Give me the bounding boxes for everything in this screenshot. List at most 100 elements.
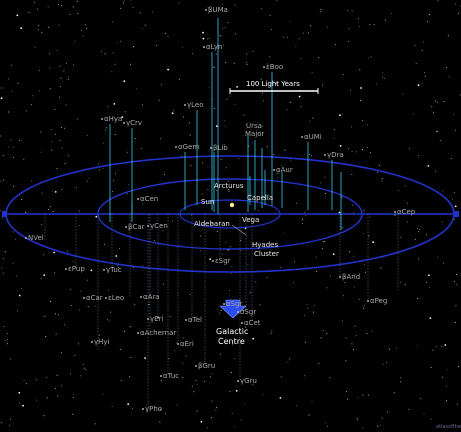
- background-star: [74, 355, 76, 357]
- background-star: [431, 106, 433, 108]
- background-star: [182, 362, 184, 364]
- star-dot: [137, 332, 139, 334]
- star-dot: [185, 319, 187, 321]
- background-star: [228, 290, 230, 292]
- background-star: [108, 320, 110, 322]
- background-star: [430, 418, 432, 420]
- background-star: [61, 188, 63, 190]
- background-star: [122, 2, 124, 4]
- background-star: [225, 62, 227, 64]
- background-star: [76, 118, 78, 120]
- background-star: [160, 379, 162, 381]
- background-star: [0, 135, 1, 137]
- background-star: [87, 306, 89, 308]
- background-star: [126, 151, 128, 153]
- star-dot: [203, 46, 205, 48]
- background-star: [222, 44, 224, 46]
- background-star: [7, 78, 9, 80]
- background-star: [377, 425, 379, 427]
- background-star: [397, 190, 399, 192]
- background-star: [33, 1, 35, 3]
- background-star: [280, 165, 282, 167]
- background-star: [344, 282, 346, 284]
- background-star: [389, 348, 391, 350]
- background-star: [82, 364, 84, 366]
- background-star: [176, 404, 178, 406]
- background-star: [320, 8, 322, 10]
- background-star: [190, 165, 192, 167]
- background-star: [391, 13, 393, 14]
- background-star: [455, 305, 457, 307]
- background-star: [240, 419, 242, 421]
- background-star: [322, 330, 324, 332]
- background-star: [420, 397, 422, 399]
- background-star: [6, 341, 8, 343]
- background-star: [65, 104, 67, 106]
- background-star: [407, 202, 409, 204]
- background-star: [12, 146, 14, 148]
- background-star: [142, 265, 144, 267]
- background-star: [47, 208, 49, 210]
- background-star: [426, 234, 428, 236]
- background-star: [304, 315, 306, 317]
- axis-end-left: [2, 211, 7, 217]
- background-star: [70, 288, 72, 290]
- background-star: [248, 145, 250, 147]
- background-star: [351, 173, 353, 175]
- background-star: [347, 148, 349, 150]
- background-star: [309, 153, 311, 155]
- background-star: [242, 332, 244, 333]
- star-label: βGru: [198, 362, 215, 370]
- label-vega: Vega: [242, 216, 259, 224]
- background-star: [56, 168, 58, 170]
- label-ursa-major-line2: Major: [245, 130, 265, 138]
- background-star: [211, 400, 213, 402]
- background-star: [139, 12, 141, 14]
- background-star: [163, 173, 165, 175]
- background-star: [12, 262, 14, 264]
- background-star: [160, 84, 162, 86]
- background-star: [141, 28, 143, 29]
- background-star: [118, 297, 120, 299]
- background-star: [178, 2, 180, 4]
- background-star: [216, 406, 218, 408]
- background-star: [296, 405, 298, 407]
- background-star: [135, 88, 137, 90]
- background-star: [74, 40, 76, 42]
- background-star: [135, 138, 137, 140]
- background-star: [9, 425, 11, 427]
- background-star: [195, 380, 197, 382]
- background-star: [313, 305, 315, 306]
- background-star: [94, 423, 96, 425]
- background-star: [154, 239, 156, 241]
- background-star: [351, 343, 353, 345]
- background-star: [229, 391, 231, 393]
- background-star: [225, 343, 226, 345]
- scale-bar-label: 100 Light Years: [246, 80, 300, 88]
- background-star: [61, 147, 63, 149]
- background-star: [127, 403, 130, 406]
- background-star: [243, 114, 245, 116]
- background-star: [229, 246, 231, 248]
- background-star: [435, 346, 437, 348]
- background-star: [427, 165, 430, 167]
- background-star: [320, 182, 322, 184]
- background-star: [354, 325, 356, 327]
- background-star: [60, 86, 62, 87]
- background-star: [444, 344, 447, 346]
- background-star: [20, 27, 23, 30]
- background-star: [30, 104, 32, 106]
- background-star: [310, 25, 312, 27]
- background-star: [214, 66, 216, 68]
- background-star: [441, 376, 443, 378]
- background-star: [448, 76, 450, 78]
- background-star: [417, 297, 419, 299]
- background-star: [59, 65, 61, 67]
- star-label: αLyn: [206, 43, 222, 51]
- background-star: [423, 41, 425, 43]
- star-dot: [237, 380, 239, 382]
- background-star: [302, 32, 304, 34]
- background-star: [303, 375, 305, 377]
- background-star: [48, 26, 50, 28]
- star-label: γTuc: [106, 266, 122, 274]
